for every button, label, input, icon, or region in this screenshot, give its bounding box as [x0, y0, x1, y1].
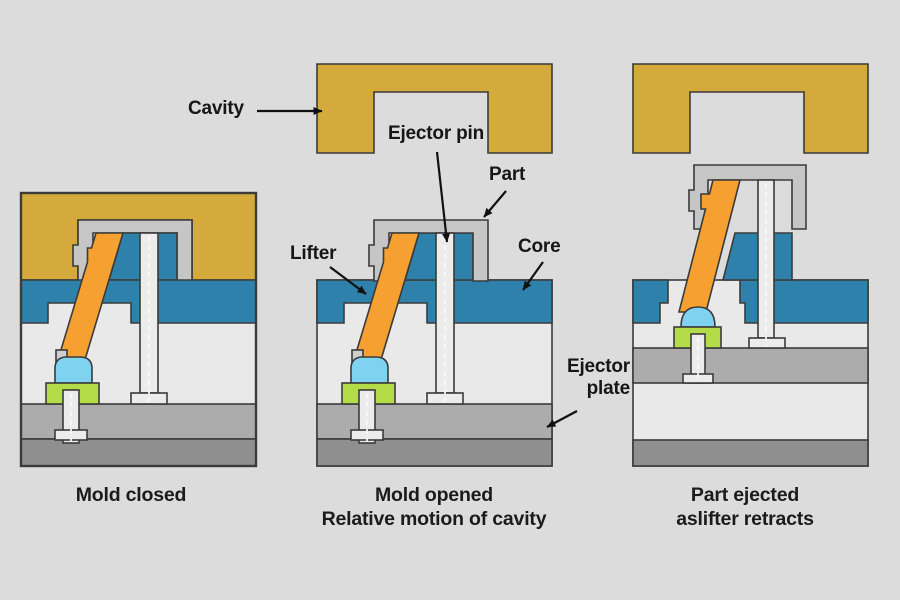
core-arrow — [522, 261, 544, 291]
cavity-label: Cavity — [188, 98, 244, 119]
ejector-plate-top — [632, 347, 869, 384]
caption-mold-opened: Mold opened Relative motion of cavity — [321, 484, 547, 530]
cavity-block — [632, 63, 869, 154]
panel-mold-closed — [19, 191, 258, 468]
part-arrow — [483, 190, 507, 218]
callout-arrows — [257, 107, 578, 428]
ejector-plate-base — [316, 438, 553, 467]
lifter-bar — [55, 232, 125, 364]
lifter-head — [680, 306, 716, 328]
ejector-plate-base — [632, 439, 869, 467]
ejector-pin-flange — [748, 337, 786, 349]
ejector-pin-label: Ejector pin — [388, 123, 484, 144]
ejector-plate-base — [20, 438, 257, 467]
caption-part-ejected: Part ejected aslifter retracts — [676, 484, 814, 530]
part-label: Part — [489, 164, 526, 185]
lifter-bar — [677, 179, 742, 313]
ejector-pin-arrow — [435, 151, 451, 243]
lifter-head — [350, 356, 389, 384]
panel-mold-opened — [316, 63, 553, 467]
panel-part-ejected — [632, 63, 869, 467]
caption-mold-closed: Mold closed — [75, 484, 187, 506]
core-plate-left — [632, 279, 669, 324]
lifter-bar — [351, 232, 421, 364]
lifter-arrow — [329, 266, 367, 295]
mold-frame — [19, 191, 258, 468]
ejector-plate-arrow — [546, 410, 578, 428]
core-label: Core — [518, 236, 561, 257]
lifter-head — [54, 356, 93, 384]
cavity-block — [316, 63, 553, 154]
lifter-label: Lifter — [290, 243, 337, 264]
ejector-plate-label: Ejector plate — [566, 356, 630, 399]
